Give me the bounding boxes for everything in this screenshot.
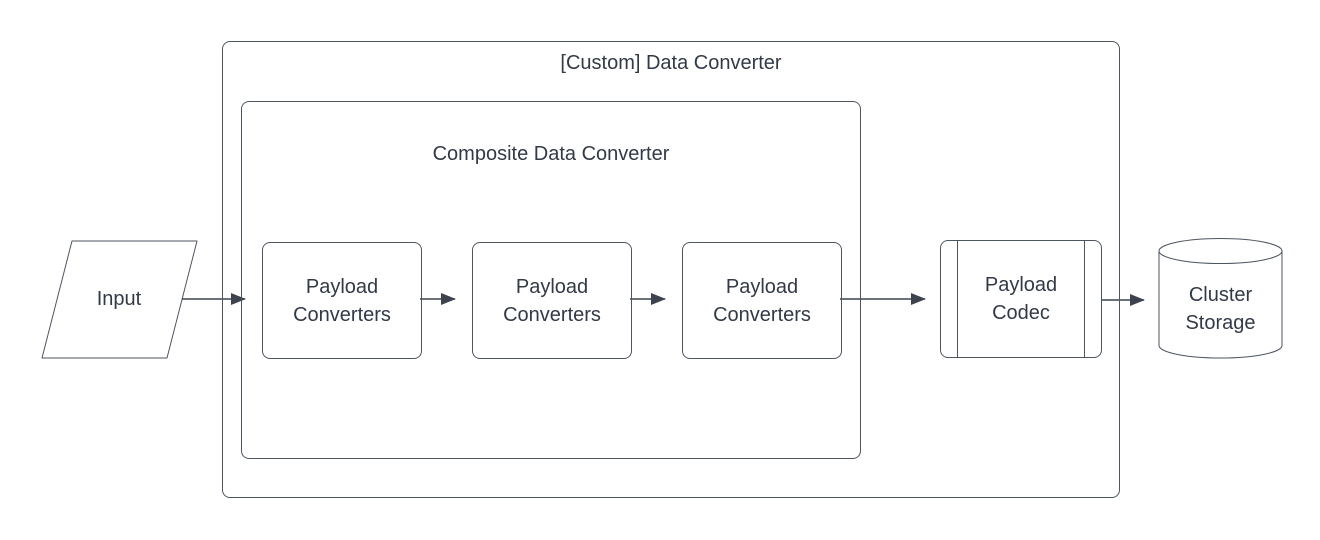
payload-codec-node: Payload Codec — [940, 240, 1102, 358]
payload-converters-label-2: Payload Converters — [503, 275, 601, 326]
payload-converters-label-3: Payload Converters — [713, 275, 811, 326]
payload-converters-node-1: Payload Converters — [262, 242, 422, 359]
database-cylinder-top-shape — [1158, 238, 1283, 264]
custom-data-converter-title: [Custom] Data Converter — [560, 52, 782, 74]
database-cylinder-body-shape — [1158, 251, 1283, 359]
composite-data-converter-title: Composite Data Converter — [432, 143, 670, 165]
custom-data-converter-group: [Custom] Data Converter Composite Data C… — [222, 41, 1120, 498]
input-parallelogram-shape — [41, 240, 198, 359]
payload-codec-label: Payload Codec — [984, 274, 1058, 324]
cluster-storage-label: Cluster Storage — [1185, 284, 1256, 334]
input-node-label: Input — [96, 288, 142, 310]
payload-converters-node-3: Payload Converters — [682, 242, 842, 359]
payload-converters-label-1: Payload Converters — [293, 275, 391, 326]
payload-converters-node-2: Payload Converters — [472, 242, 632, 359]
composite-data-converter-group: Composite Data Converter Payload Convert… — [241, 101, 861, 459]
